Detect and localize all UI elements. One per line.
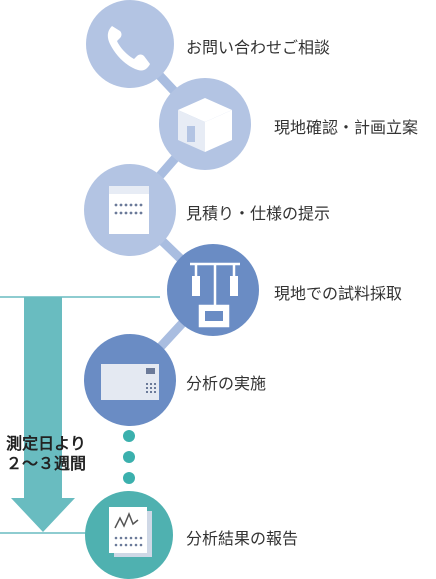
- step-2-circle: [159, 78, 251, 170]
- duration-label: 測定日より ２～３週間: [0, 434, 92, 474]
- duration-arrow: [11, 297, 75, 532]
- dot-1: [123, 430, 135, 442]
- step-5-label: 分析の実施: [186, 374, 267, 393]
- document-icon: [109, 186, 149, 234]
- step-1-label: お問い合わせご相談: [186, 38, 331, 57]
- step-5-circle: [84, 334, 176, 426]
- phone-icon: [107, 26, 150, 71]
- analyzer-icon: [101, 364, 159, 400]
- step-2-label: 現地確認・計画立案: [274, 118, 419, 137]
- step-6-label: 分析結果の報告: [186, 529, 299, 548]
- step-3-label: 見積り・仕様の提示: [186, 204, 331, 223]
- step-6-circle: [85, 491, 173, 579]
- duration-line-1: 測定日より: [6, 434, 86, 453]
- step-3-circle: [84, 164, 176, 256]
- building-icon: [178, 98, 232, 152]
- step-1-circle: [86, 0, 174, 88]
- dot-2: [123, 451, 135, 463]
- dot-3: [123, 472, 135, 484]
- report-icon: [109, 507, 152, 557]
- dots: [123, 430, 135, 484]
- step-4-circle: [167, 244, 259, 336]
- duration-line-2: ２～３週間: [5, 454, 86, 473]
- step-4-label: 現地での試料採取: [274, 284, 403, 303]
